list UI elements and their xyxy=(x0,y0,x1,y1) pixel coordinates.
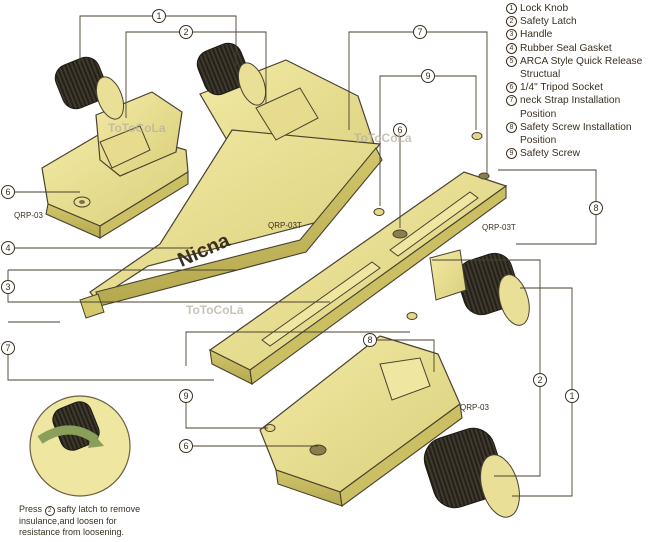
watermark-3: ToToCoLa xyxy=(186,303,244,317)
legend-number: 3 xyxy=(506,29,517,41)
legend-number: 7 xyxy=(506,95,517,107)
legend-number: 6 xyxy=(506,82,517,94)
legend-number: 8 xyxy=(506,121,517,133)
inset-detail xyxy=(29,395,131,497)
callout-6-left: 6 xyxy=(1,185,15,199)
model-label-b: QRP-03T xyxy=(268,221,302,230)
svg-text:8: 8 xyxy=(367,335,372,345)
svg-text:7: 7 xyxy=(417,27,422,37)
svg-text:4: 4 xyxy=(5,243,10,253)
callouts: 1 2 7 9 6 6 4 3 7 8 8 9 6 2 1 xyxy=(1,9,603,453)
callout-2-top: 2 xyxy=(179,25,193,39)
model-label-c: QRP-03T xyxy=(482,223,516,232)
legend-number: 9 xyxy=(506,148,517,160)
svg-text:2: 2 xyxy=(537,375,542,385)
svg-text:6: 6 xyxy=(397,125,402,135)
svg-text:7: 7 xyxy=(5,343,10,353)
callout-9-bottom: 9 xyxy=(179,389,193,403)
callout-6-bottom: 6 xyxy=(179,439,193,453)
callout-1-top: 1 xyxy=(152,9,166,23)
callout-8-bottom: 8 xyxy=(363,333,377,347)
legend-label: Safety Screw Installation Position xyxy=(520,121,632,147)
svg-text:9: 9 xyxy=(183,391,188,401)
callout-2-right: 2 xyxy=(533,373,547,387)
plate-qrp03t xyxy=(208,171,530,385)
legend-number: 1 xyxy=(506,3,517,14)
svg-text:9: 9 xyxy=(425,71,430,81)
callout-9-top: 9 xyxy=(421,69,435,83)
legend-label: Safety Latch xyxy=(520,16,577,28)
callout-7-left: 7 xyxy=(1,341,15,355)
legend-label: 1/4" Tripod Socket xyxy=(520,82,603,94)
legend-label: Lock Knob xyxy=(520,3,569,14)
legend-label: Safety Screw xyxy=(520,148,581,160)
svg-text:3: 3 xyxy=(5,282,10,292)
foot-qrp03t-long xyxy=(79,42,383,319)
watermark-1: ToToCoLa xyxy=(108,121,166,135)
callout-8-right: 8 xyxy=(589,201,603,215)
callout-4-left: 4 xyxy=(1,241,15,255)
callout-7-top: 7 xyxy=(413,25,427,39)
model-label-a: QRP-03 xyxy=(14,211,43,220)
legend-number: 5 xyxy=(506,55,517,67)
svg-text:1: 1 xyxy=(569,391,574,401)
svg-text:6: 6 xyxy=(183,441,188,451)
callout-3-left: 3 xyxy=(1,280,15,294)
foot-qrp03-top xyxy=(41,56,189,239)
legend-label: ARCA Style Quick Release Structual xyxy=(520,55,643,81)
svg-text:1: 1 xyxy=(156,11,161,21)
legend-label: Handle xyxy=(520,29,553,41)
svg-text:8: 8 xyxy=(593,203,598,213)
plate-qrp03-bottom xyxy=(259,335,520,518)
svg-text:2: 2 xyxy=(183,27,188,37)
callout-6-mid: 6 xyxy=(393,123,407,137)
note-callout-2: 2 xyxy=(44,506,55,516)
note-text: safty latch to remove insulance,and loos… xyxy=(19,504,141,537)
callout-1-right: 1 xyxy=(565,389,579,403)
instruction-note: Press 2 safty latch to remove insulance,… xyxy=(19,504,159,538)
legend-label: neck Strap Installation Position xyxy=(520,95,621,120)
svg-text:6: 6 xyxy=(5,187,10,197)
note-prefix: Press xyxy=(19,504,43,514)
model-label-d: QRP-03 xyxy=(460,403,489,412)
legend-label: Rubber Seal Gasket xyxy=(520,42,612,54)
legend-number: 2 xyxy=(506,16,517,28)
watermark-2: ToToCoLa xyxy=(354,131,412,145)
legend-number: 4 xyxy=(506,42,517,54)
